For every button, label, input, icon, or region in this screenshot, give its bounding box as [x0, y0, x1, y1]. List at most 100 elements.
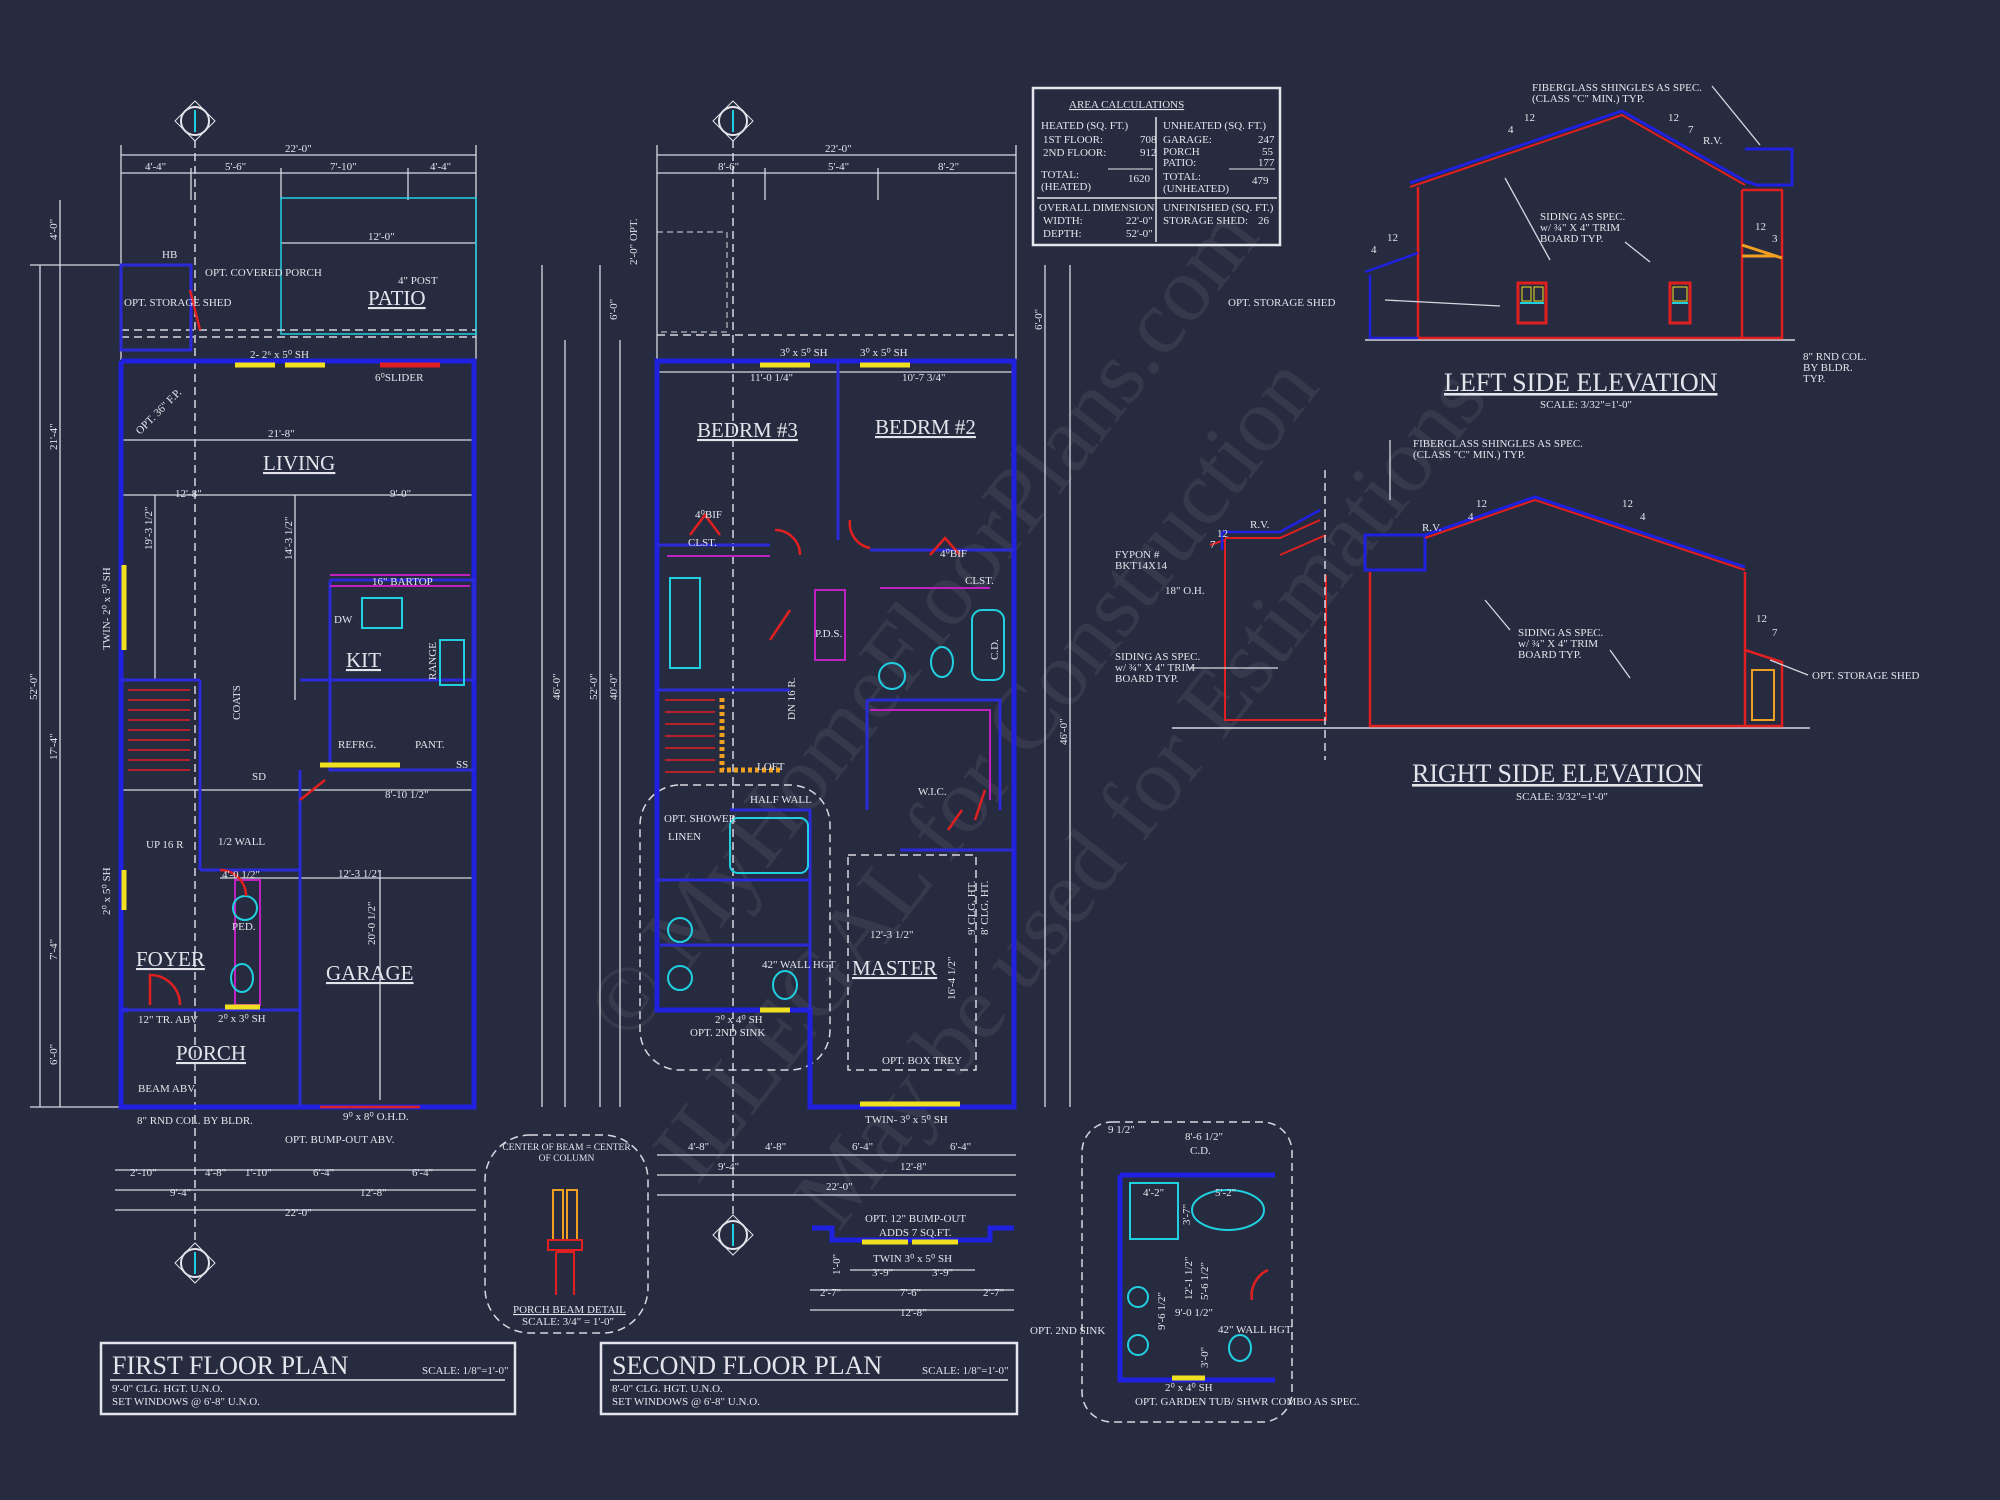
note-label: 18" O.H. [1165, 585, 1205, 597]
note-label: 1/2 WALL [218, 836, 265, 848]
dim-label: 1'-10" [245, 1167, 272, 1179]
closet-label: CLST. [965, 575, 994, 587]
dim-label: 9'-6 1/2" [1156, 1292, 1168, 1330]
pitch-label: 4 [1468, 511, 1474, 523]
note-label: FIBERGLASS SHINGLES AS SPEC. [1532, 82, 1702, 94]
second-floor-plan: BEDRM #3 BEDRM #2 LOFT W.I.C. MASTER 22'… [588, 140, 1071, 1215]
pitch-label: 12 [1217, 528, 1228, 540]
porch-beam-scale: SCALE: 3/4" = 1'-0" [522, 1316, 614, 1328]
smoke-detector-label: SD [252, 771, 266, 783]
dim-label: 22'-0" [826, 1181, 853, 1193]
note-label: SS [456, 759, 468, 771]
dim-label: 4'-2" [1143, 1187, 1164, 1199]
window-label: TWIN 3⁰ x 5⁰ SH [873, 1253, 952, 1265]
dim-label: 7'-10" [330, 161, 357, 173]
window-label: 3⁰ x 5⁰ SH [780, 347, 828, 359]
note-label: OPT. STORAGE SHED [1812, 670, 1920, 682]
note-label: R.V. [1250, 519, 1270, 531]
note-label: BEAM ABV. [138, 1083, 197, 1095]
note-label: OPT. GARDEN TUB/ SHWR COMBO AS SPEC. [1135, 1396, 1360, 1408]
dim-label: 21'-8" [268, 428, 295, 440]
dim-label: 6'-4" [950, 1141, 971, 1153]
note-label: OPT. SHOWER [664, 813, 737, 825]
second-floor-area-label: 2ND FLOOR: [1043, 147, 1106, 159]
appliance-label: C.D. [1190, 1145, 1211, 1157]
room-label-master: MASTER [852, 956, 937, 980]
dim-label: 6'-0" [1033, 309, 1045, 330]
room-label-kit: KIT [346, 648, 381, 672]
door-label: 6⁰SLIDER [375, 372, 424, 384]
dim-label: 12'-1 1/2" [1183, 1257, 1195, 1300]
dim-label: 5'-6" [225, 161, 246, 173]
dim-label: 4'-0" [48, 219, 60, 240]
window-label: 2⁰ x 4⁰ SH [715, 1014, 763, 1026]
dim-label: 12'-8" [900, 1161, 927, 1173]
note-label: BOARD TYP. [1115, 673, 1179, 685]
window-label: TWIN- 2⁰ x 5⁰ SH [101, 567, 113, 650]
first-floor-title-block: FIRST FLOOR PLAN SCALE: 1/8"=1'-0" 9'-0"… [99, 1341, 517, 1416]
note-label: R.V. [1422, 522, 1442, 534]
right-side-elevation: FIBERGLASS SHINGLES AS SPEC. (CLASS "C" … [1115, 438, 1920, 803]
closet-label: LINEN [668, 831, 701, 843]
dim-label: 9'-4" [170, 1187, 191, 1199]
garage-area-label: GARAGE: [1163, 134, 1212, 146]
second-floor-annotations: 22'-0" 8'-6" 5'-4" 8'-2" 3⁰ x 5⁰ SH 3⁰ x… [588, 143, 1070, 1193]
dim-label: 3'-7" [1181, 1204, 1193, 1225]
pitch-label: 7 [1688, 124, 1694, 136]
dim-label: 4'-8" [205, 1167, 226, 1179]
storage-shed-value: 26 [1258, 215, 1270, 227]
note-label: HB [162, 249, 177, 261]
door-label: 9⁰ x 8⁰ O.H.D. [343, 1111, 409, 1123]
first-floor-note: 9'-0" CLG. HGT. U.N.O. [112, 1383, 223, 1395]
patio-area-value: 177 [1258, 157, 1275, 169]
pitch-label: 4 [1640, 511, 1646, 523]
note-label: w/ ¾" X 4" TRIM [1518, 638, 1598, 650]
note-label: HALF WALL [750, 794, 812, 806]
room-label-garage: GARAGE [326, 961, 414, 985]
dim-label: 2'-7" [983, 1287, 1004, 1299]
first-floor-plan: PATIO LIVING KIT GARAGE FOYER PORCH 22'-… [28, 140, 566, 1245]
note-label: BOARD TYP. [1540, 233, 1604, 245]
pitch-label: 4 [1371, 244, 1377, 256]
room-label-living: LIVING [263, 451, 335, 475]
section-marker-icon [174, 1242, 216, 1284]
left-side-elevation: FIBERGLASS SHINGLES AS SPEC. (CLASS "C" … [1228, 82, 1867, 411]
pitch-label: 12 [1387, 232, 1398, 244]
dim-label: 22'-0" [825, 143, 852, 155]
first-floor-area-label: 1ST FLOOR: [1043, 134, 1103, 146]
porch-beam-title: PORCH BEAM DETAIL [513, 1304, 626, 1316]
patio-area-label: PATIO: [1163, 157, 1196, 169]
first-floor-annotations: 22'-0" 4'-4" 5'-6" 7'-10" 4'-4" 12'-0" O… [28, 143, 563, 1219]
pitch-label: 12 [1756, 613, 1767, 625]
unheated-total-sub: (UNHEATED) [1163, 183, 1229, 195]
window-icon [1516, 281, 1548, 325]
dim-label: 8'-10 1/2" [385, 789, 428, 801]
note-label: 16" BARTOP [372, 576, 433, 588]
dim-label: 6'-4" [313, 1167, 334, 1179]
depth-value: 52'-0" [1126, 228, 1153, 240]
pitch-label: 12 [1622, 498, 1633, 510]
room-label-porch: PORCH [176, 1041, 246, 1065]
dim-label: 12'-8" [900, 1307, 927, 1319]
fixture-label: PED. [232, 921, 256, 933]
first-floor-title: FIRST FLOOR PLAN [112, 1351, 349, 1380]
dim-label: 6'-0" [48, 1044, 60, 1065]
dim-label: 6'-4" [852, 1141, 873, 1153]
area-calc-title: AREA CALCULATIONS [1069, 99, 1184, 111]
door-label: 4⁰BIF [695, 509, 722, 521]
dim-label: 22'-0" [285, 1207, 312, 1219]
note-label: BKT14X14 [1115, 560, 1167, 572]
dim-label: 46'-0" [1058, 718, 1070, 745]
door-label: 4⁰BIF [940, 548, 967, 560]
heated-total-value: 1620 [1128, 173, 1151, 185]
fixture-label: P.D.S. [815, 628, 842, 640]
note-label: 8" RND COL. BY BLDR. [137, 1115, 253, 1127]
dim-label: 4'-0 1/2" [222, 869, 260, 881]
dim-label: 8'-6" [718, 161, 739, 173]
note-label: OPT. STORAGE SHED [1228, 297, 1336, 309]
heated-total-label: TOTAL: [1041, 169, 1079, 181]
dim-label: 8'-2" [938, 161, 959, 173]
area-calculations-table: AREA CALCULATIONS HEATED (SQ. FT.) 1ST F… [1031, 86, 1282, 247]
dim-label: 4'-8" [765, 1141, 786, 1153]
